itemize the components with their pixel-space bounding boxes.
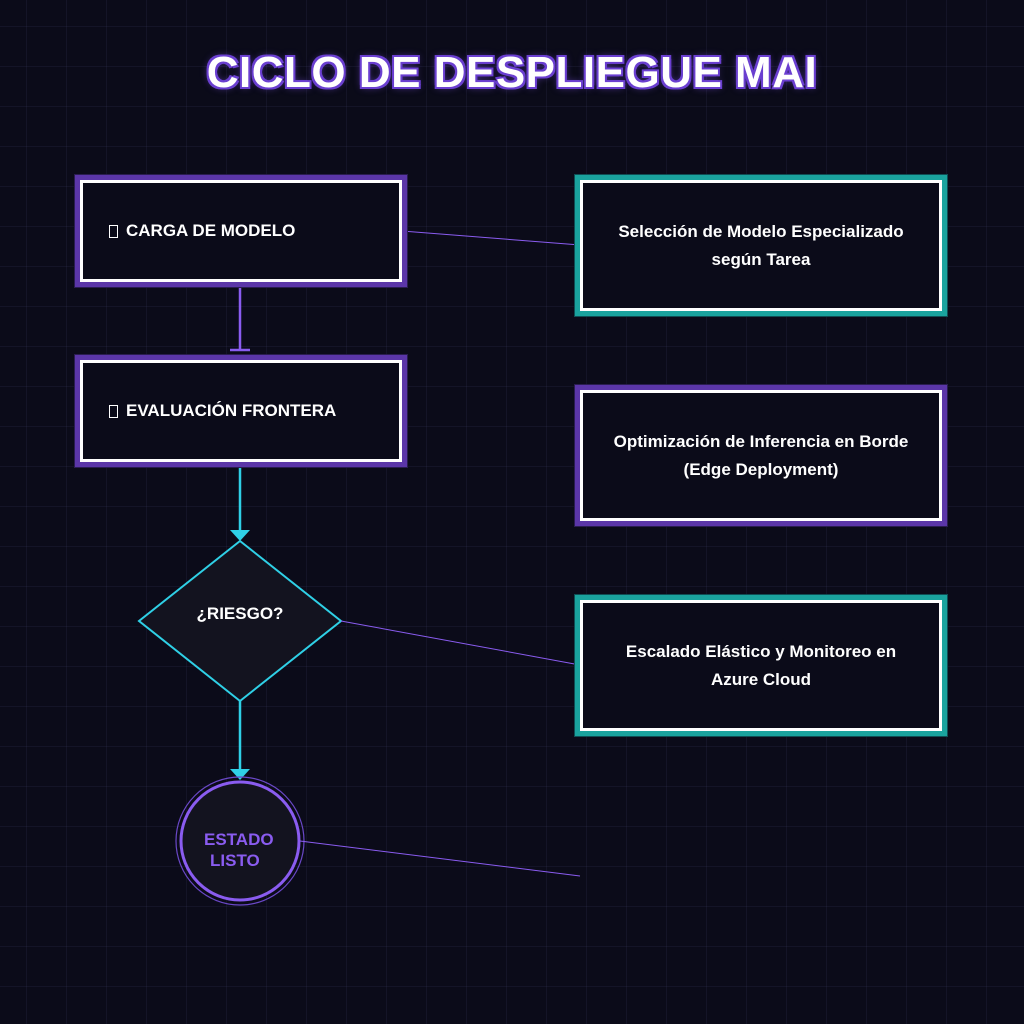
arrowhead-end	[230, 769, 250, 780]
end-state-line-2: LISTO	[210, 851, 260, 870]
end-circle	[179, 780, 301, 902]
missing-glyph-icon	[109, 404, 118, 418]
decision-label: ¿RIESGO?	[196, 604, 284, 623]
arrowhead-decision	[230, 530, 250, 541]
diagram-title: CICLO DE DESPLIEGUE MAI	[206, 48, 818, 97]
link-decision-to-note-3	[340, 620, 581, 666]
end-state-line-1: ESTADO	[204, 830, 274, 849]
note-cloud-scaling-text: Escalado Elástico y Monitoreo en Azure C…	[625, 641, 897, 689]
link-end-to-offscreen	[299, 840, 581, 877]
end-state-label: ESTADO LISTO	[190, 829, 294, 871]
note-cloud-scaling: Escalado Elástico y Monitoreo en Azure C…	[580, 600, 942, 731]
step-load-model-label: CARGA DE MODELO	[126, 221, 296, 240]
step-frontier-eval-label: EVALUACIÓN FRONTERA	[126, 401, 337, 420]
note-edge-inference-text: Optimización de Inferencia en Borde (Edg…	[613, 431, 909, 479]
note-edge-inference: Optimización de Inferencia en Borde (Edg…	[580, 390, 942, 521]
note-model-selection-text: Selección de Modelo Especializado según …	[618, 221, 904, 269]
step-frontier-eval: EVALUACIÓN FRONTERA	[80, 360, 402, 462]
missing-glyph-icon	[109, 224, 118, 238]
note-model-selection: Selección de Modelo Especializado según …	[580, 180, 942, 311]
step-load-model: CARGA DE MODELO	[80, 180, 402, 282]
link-load-to-note-1	[401, 230, 581, 246]
